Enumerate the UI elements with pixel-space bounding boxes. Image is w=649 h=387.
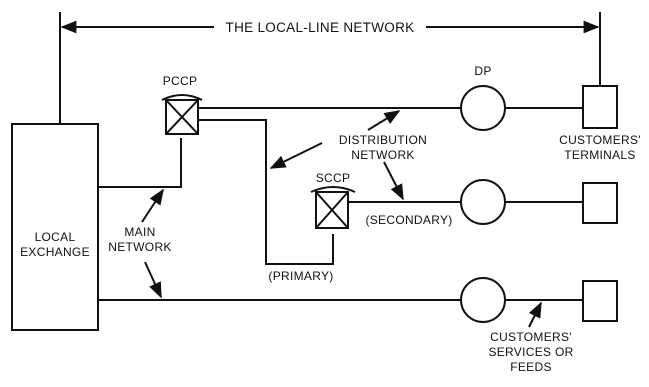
secondary-arrow bbox=[383, 161, 404, 201]
sccp-lid bbox=[310, 186, 356, 193]
distribution-points: DP bbox=[460, 64, 506, 323]
customers-services-label-line1: CUSTOMERS' bbox=[490, 330, 572, 344]
customer-terminal-1 bbox=[582, 85, 618, 129]
main-network-arrow-up bbox=[141, 188, 164, 223]
pointer-arrows bbox=[141, 110, 542, 328]
title-span: THE LOCAL-LINE NETWORK bbox=[59, 12, 601, 124]
customer-terminals bbox=[582, 85, 618, 322]
dp-label: DP bbox=[474, 64, 491, 78]
customers-services-label-line3: FEEDS bbox=[510, 360, 552, 374]
distribution-network-label-line1: DISTRIBUTION bbox=[339, 133, 427, 147]
sccp-node: SCCP bbox=[310, 171, 461, 229]
sccp-label: SCCP bbox=[316, 171, 351, 185]
pccp-label: PCCP bbox=[163, 74, 198, 88]
main-network-cables bbox=[98, 138, 461, 301]
main-cable-to-pccp bbox=[98, 138, 182, 188]
primary-distribution bbox=[198, 107, 461, 265]
local-exchange-label-line1: LOCAL bbox=[35, 230, 76, 244]
dp-circle-1 bbox=[460, 85, 506, 131]
customers-terminals-label-line1: CUSTOMERS' bbox=[559, 133, 641, 147]
local-exchange-label-line2: EXCHANGE bbox=[20, 245, 90, 259]
customer-terminal-3 bbox=[582, 280, 618, 322]
main-network-arrow-down bbox=[144, 261, 162, 299]
main-network-label-line2: NETWORK bbox=[108, 240, 171, 254]
distribution-arrow-upper bbox=[367, 110, 401, 131]
local-exchange: LOCAL EXCHANGE bbox=[11, 123, 99, 331]
pccp-lid bbox=[161, 94, 203, 101]
secondary-label: (SECONDARY) bbox=[365, 213, 452, 227]
distribution-network-label-line2: NETWORK bbox=[351, 148, 414, 162]
dp-circle-2 bbox=[460, 179, 506, 225]
dp-circle-3 bbox=[460, 277, 506, 323]
main-network-label-line1: MAIN bbox=[124, 225, 155, 239]
primary-label: (PRIMARY) bbox=[268, 269, 333, 283]
customer-terminal-2 bbox=[582, 182, 618, 224]
customers-services-label-line2: SERVICES OR bbox=[488, 345, 573, 359]
dp-to-terminal-cables bbox=[505, 107, 583, 301]
services-arrow bbox=[528, 301, 542, 328]
annotations: MAIN NETWORK DISTRIBUTION NETWORK (SECON… bbox=[108, 133, 641, 374]
pccp-node: PCCP bbox=[161, 74, 203, 135]
local-exchange-box bbox=[11, 123, 99, 331]
customers-terminals-label-line2: TERMINALS bbox=[564, 148, 635, 162]
pccp-to-sccp-cable bbox=[198, 119, 334, 265]
diagram-title: THE LOCAL-LINE NETWORK bbox=[226, 20, 415, 35]
distribution-arrow-lower bbox=[269, 142, 323, 169]
